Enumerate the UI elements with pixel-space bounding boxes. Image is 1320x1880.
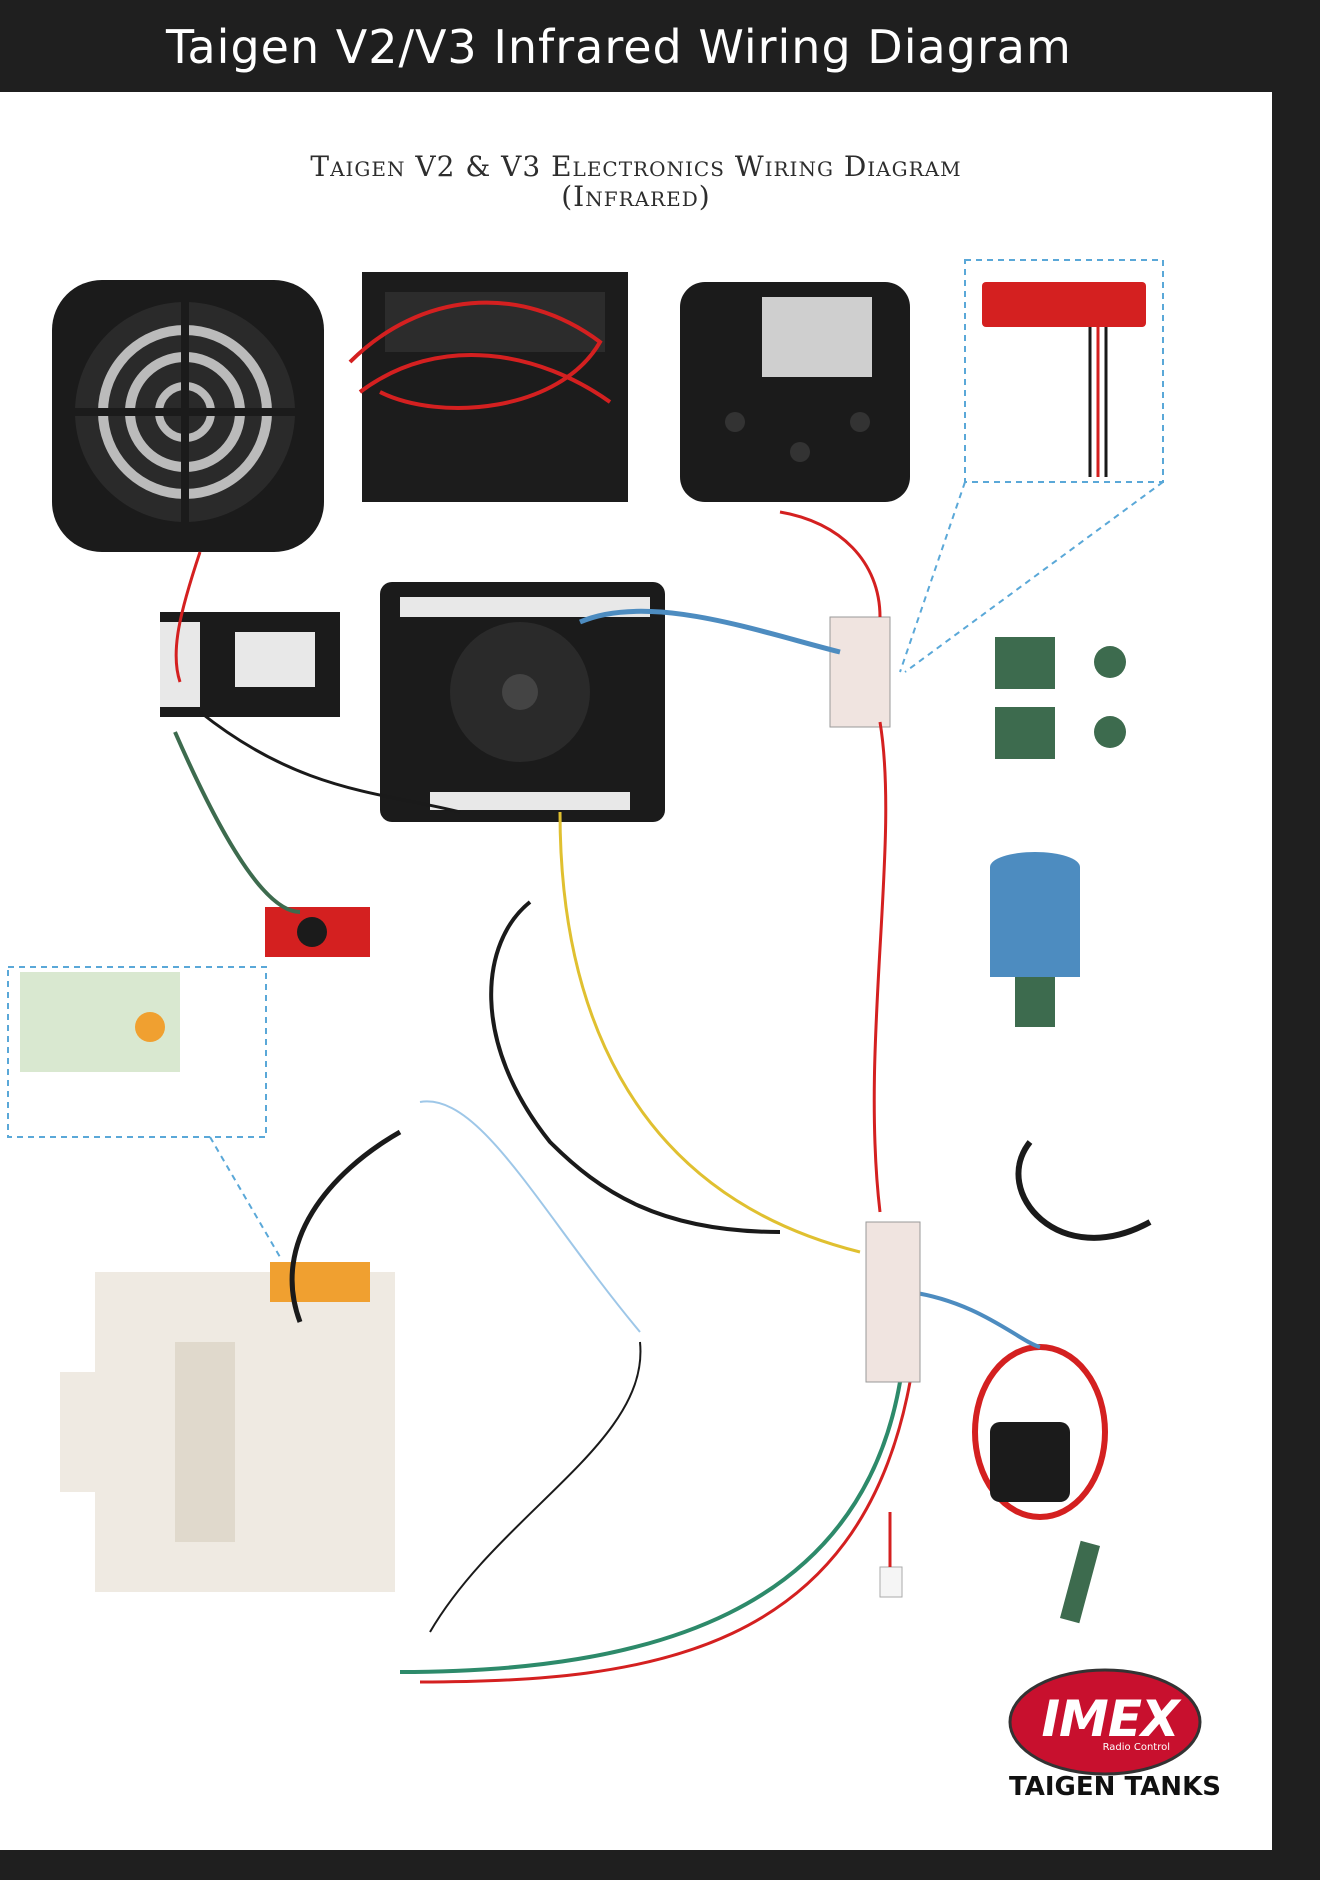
- wiring-diagram: [7, 259, 1202, 1776]
- diagram-sheet: Taigen V2 & V3 Electronics Wiring Diagra…: [0, 92, 1272, 1850]
- main-board-icon: [380, 582, 665, 822]
- led-light-icon: [879, 1512, 903, 1598]
- speaker-icon: [52, 280, 324, 552]
- servo-pair-icon: [995, 637, 1126, 759]
- harness-connector-icon: [865, 1221, 921, 1383]
- switch-board-icon: [265, 907, 370, 957]
- imex-logo-icon: [1008, 1668, 1202, 1776]
- logo-word: IMEX: [1041, 1690, 1179, 1748]
- gearbox-motor-icon: [680, 282, 910, 502]
- recoil-unit-icon: [60, 1262, 395, 1592]
- ir-receiver-icon: [990, 852, 1080, 1027]
- logo-subtitle: Radio Control: [1102, 1742, 1170, 1753]
- page-title: Taigen V2/V3 Infrared Wiring Diagram: [166, 20, 1072, 74]
- sound-module-icon: [160, 612, 340, 717]
- diagram-title: Taigen V2 & V3 Electronics Wiring Diagra…: [310, 150, 962, 183]
- brand-tagline: TAIGEN TANKS: [1009, 1772, 1221, 1802]
- recoil-callout: [7, 966, 281, 1258]
- diagram-subtitle: (Infrared): [561, 180, 711, 213]
- wire-harness: [173, 510, 1152, 1684]
- window-title-bar: Taigen V2/V3 Infrared Wiring Diagram: [0, 0, 1320, 92]
- connector-board-icon: [829, 616, 891, 728]
- battery-box-icon: [348, 272, 628, 502]
- smoke-unit-icon: [972, 1344, 1108, 1624]
- led-strip-board-icon: [899, 259, 1164, 673]
